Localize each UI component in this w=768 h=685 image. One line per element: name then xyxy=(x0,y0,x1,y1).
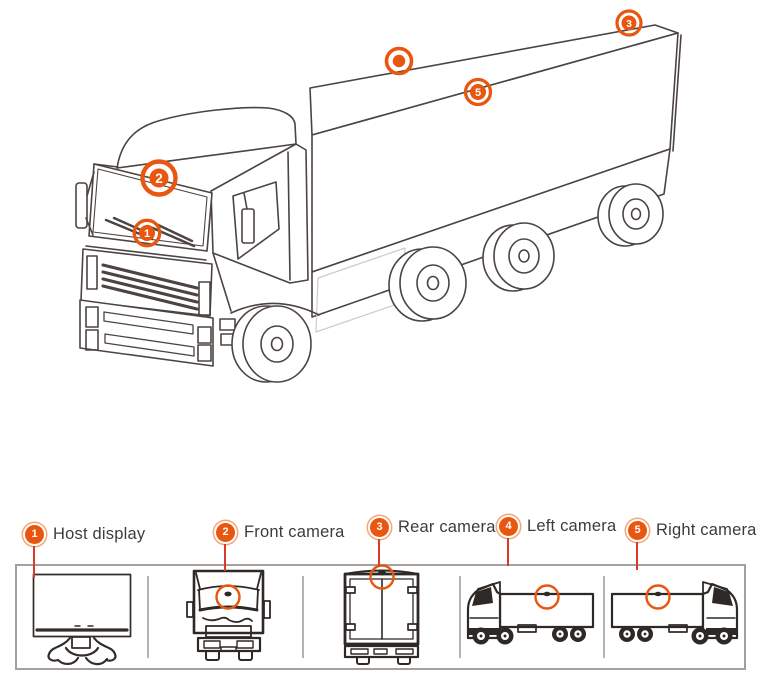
connector-line-1 xyxy=(33,546,35,578)
cab-outline xyxy=(75,106,320,383)
legend-badge-4: 4 xyxy=(499,516,518,536)
legend-box xyxy=(15,564,746,670)
legend-item-right-camera: 5 Right camera xyxy=(628,519,757,541)
connector-line-5 xyxy=(636,542,638,570)
legend-badge-5: 5 xyxy=(628,520,647,540)
legend-label-right-camera: Right camera xyxy=(656,520,757,539)
legend-label-front-camera: Front camera xyxy=(244,522,345,541)
marker-2-number: 2 xyxy=(155,171,163,186)
left-camera-position-circle xyxy=(534,584,560,610)
host-display-illustration xyxy=(32,573,132,666)
right-camera-position-circle xyxy=(645,584,671,610)
truck-installation-diagram: 2 1 5 3 xyxy=(75,9,682,383)
legend-label-host-display: Host display xyxy=(53,524,146,543)
rear-camera-position-circle xyxy=(369,564,395,590)
right-mirror xyxy=(241,208,255,244)
left-mirror xyxy=(75,182,88,229)
connector-line-2 xyxy=(224,544,226,571)
left-camera-illustration xyxy=(466,581,595,645)
legend-item-left-camera: 4 Left camera xyxy=(499,515,616,537)
trailer-outline xyxy=(309,24,682,333)
monitor-mount xyxy=(47,636,117,666)
connector-line-4 xyxy=(507,538,509,566)
legend-item-rear-camera: 3 Rear camera xyxy=(370,516,496,538)
legend-badge-1: 1 xyxy=(25,524,44,544)
marker-1-number: 1 xyxy=(144,228,150,240)
marker-4-left-camera xyxy=(384,46,414,76)
trailer-wheels xyxy=(388,183,664,322)
front-camera-dot xyxy=(224,591,232,597)
rear-camera-illustration xyxy=(343,564,420,665)
marker-3-number: 3 xyxy=(626,18,632,30)
legend-badge-2: 2 xyxy=(216,522,235,542)
front-camera-position-circle xyxy=(215,584,241,610)
marker-1-host-display: 1 xyxy=(132,218,162,248)
legend-item-front-camera: 2 Front camera xyxy=(216,521,345,543)
right-camera-illustration xyxy=(610,581,739,645)
legend-badge-3: 3 xyxy=(370,517,389,537)
legend-label-rear-camera: Rear camera xyxy=(398,517,496,536)
right-camera-dot xyxy=(654,591,662,597)
rear-camera-dot xyxy=(378,570,386,576)
front-camera-illustration xyxy=(186,569,271,661)
connector-line-3 xyxy=(378,539,380,566)
marker-3-rear-camera: 3 xyxy=(615,9,643,37)
cab-front-wheel xyxy=(231,305,312,383)
marker-5-number: 5 xyxy=(475,87,481,99)
legend-item-host-display: 1 Host display xyxy=(25,523,145,545)
marker-5-right-camera: 5 xyxy=(463,77,493,107)
legend-label-left-camera: Left camera xyxy=(527,516,617,535)
marker-2-front-camera: 2 xyxy=(140,159,178,197)
grille-slats xyxy=(101,263,199,311)
left-camera-dot xyxy=(543,591,551,597)
